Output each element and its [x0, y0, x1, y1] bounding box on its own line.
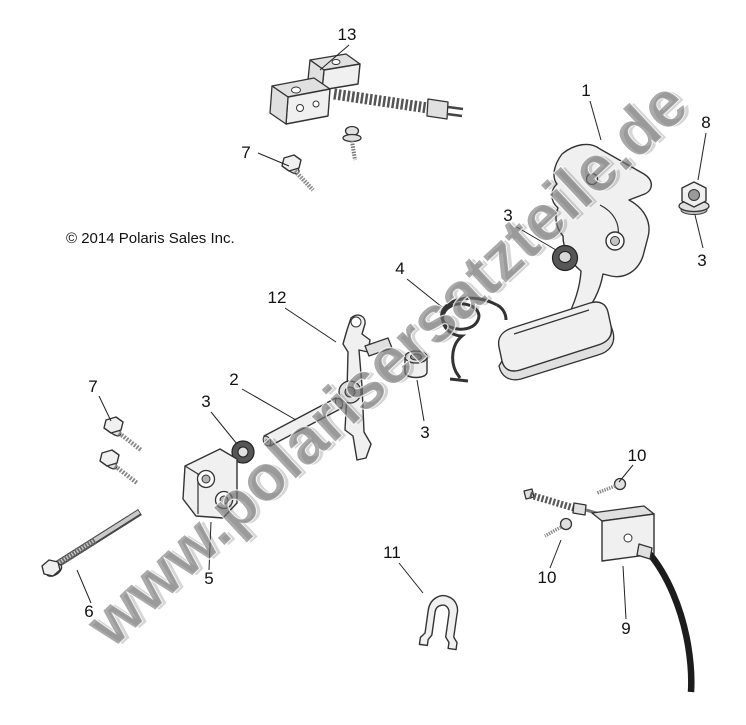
part-8-flange-nut [678, 181, 710, 215]
callout-4: 4 [395, 259, 404, 278]
part-3-bushing-left [231, 440, 255, 464]
callout-6: 6 [84, 602, 93, 621]
callout-9: 9 [621, 619, 630, 638]
callout-1: 1 [581, 81, 590, 100]
callout-3-mid: 3 [503, 206, 512, 225]
watermark-text: www.polarisersatzteile.de [71, 66, 701, 660]
cable-sheath [645, 549, 695, 693]
callout-3-center: 3 [420, 423, 429, 442]
callout-3-left: 3 [201, 392, 210, 411]
part-7-bolts-left [99, 416, 143, 485]
part-12-lever-link [338, 314, 393, 461]
part-6-long-bolt [41, 509, 142, 577]
part-4-torsion-spring [440, 296, 508, 383]
callout-12: 12 [268, 288, 287, 307]
part-2-rod [262, 397, 344, 447]
callout-labels: 13 7 1 8 3 3 4 12 2 3 3 7 5 6 11 10 10 9 [84, 25, 710, 638]
part-13-cable-mount-assembly [269, 53, 464, 125]
part-11-clip [418, 594, 459, 651]
leader-lines [76, 44, 707, 620]
part-3-bushing-center [404, 350, 428, 379]
part-1-throttle-pedal [497, 143, 652, 381]
callout-11: 11 [383, 543, 401, 562]
callout-10-lower: 10 [538, 568, 557, 587]
callout-8: 8 [701, 113, 710, 132]
callout-7-upper: 7 [241, 143, 250, 162]
part-7-bolt-upper [281, 154, 315, 192]
part-9-throttle-cable [523, 488, 695, 693]
callout-3-right: 3 [697, 251, 706, 270]
copyright-text: © 2014 Polaris Sales Inc. [66, 230, 235, 247]
callout-5: 5 [204, 569, 213, 588]
callout-13: 13 [338, 25, 357, 44]
part-screw-under-bracket [342, 125, 362, 161]
part-5-mount-bracket [182, 448, 238, 519]
part-10-screws [544, 477, 627, 538]
callout-2: 2 [229, 370, 238, 389]
part-3-grommet-mid [551, 244, 579, 272]
callout-7-left: 7 [88, 377, 97, 396]
callout-10-upper: 10 [628, 446, 647, 465]
cable-conduit-spring [333, 88, 429, 114]
